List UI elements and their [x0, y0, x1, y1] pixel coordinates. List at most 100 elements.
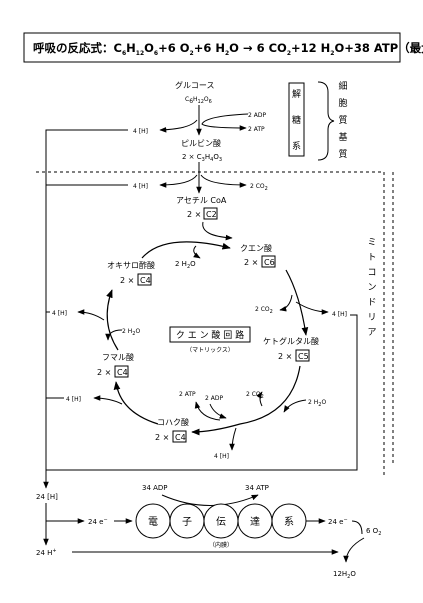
svg-text:糖: 糖	[292, 114, 301, 126]
svg-text:達: 達	[250, 516, 260, 528]
co2-2-arrow	[256, 391, 263, 407]
equation-text: 呼吸の反応式：C6H12O6+6 O2+6 H2O→6 CO2+12 H2O+3…	[33, 41, 423, 57]
citrate-label: クエン酸	[240, 243, 272, 253]
ketoglutarate-carbon: C5	[298, 352, 309, 361]
succinate-carbon: C4	[175, 433, 186, 442]
cycle-co2-2: 2 CO2	[246, 391, 264, 400]
ketoglutarate-count: 2 ×	[278, 352, 292, 361]
oxaloacetate-carbon: C4	[140, 276, 151, 285]
mitochondria-boundary	[36, 171, 385, 475]
cycle-h-left2-arrow	[93, 395, 123, 405]
etc-electrons-in: 24 e−	[88, 517, 108, 526]
svg-text:ミ: ミ	[367, 238, 376, 248]
cycle-h-left1-arrow	[77, 309, 105, 321]
atp-arrow	[194, 401, 221, 421]
svg-text:系: 系	[292, 141, 301, 152]
cycle-4h-left1: 4 [H]	[52, 310, 67, 317]
svg-text:リ: リ	[367, 313, 376, 323]
cycle-h2o-top: 2 H2O	[175, 260, 196, 270]
etc-protons: 24 H+	[36, 548, 57, 557]
cycle-h-bottom-arrow	[229, 427, 237, 451]
svg-text:細: 細	[338, 80, 347, 92]
glycolysis-box	[288, 82, 305, 157]
acetyl-carbon: C2	[206, 210, 217, 219]
svg-text:質: 質	[338, 114, 347, 126]
etc-atp-arc	[161, 494, 259, 506]
acetyl-count: 2 ×	[187, 210, 201, 219]
ketoglutarate-label: ケトグルタル酸	[263, 336, 319, 346]
succinate-to-fumarate-arc	[113, 381, 159, 425]
cycle-h2o-right: 2 H2O	[308, 399, 326, 408]
cycle-co2-1: 2 CO2	[255, 306, 273, 315]
svg-text:解: 解	[292, 88, 301, 100]
h-collector-right	[46, 314, 358, 471]
svg-text:質: 質	[338, 148, 347, 160]
glycolysis-adp: 2 ADP	[248, 112, 266, 119]
h2o-left-arrow	[105, 329, 123, 341]
cycle-atp: 2 ATP	[179, 391, 196, 398]
etc-adp: 34 ADP	[142, 484, 168, 492]
succinate-count: 2 ×	[155, 433, 169, 442]
svg-text:ン: ン	[367, 283, 376, 293]
svg-text:電: 電	[148, 516, 158, 528]
svg-text:コ: コ	[367, 268, 376, 278]
link-co2-arrow	[200, 174, 247, 188]
ketoglutarate-to-succinate-arc	[191, 365, 301, 436]
svg-text:ド: ド	[367, 298, 376, 308]
citrate-count: 2 ×	[244, 258, 258, 267]
citrate-carbon: C6	[264, 258, 275, 267]
acetyl-coa-label: アセチル CoA	[176, 196, 227, 205]
glycolysis-h-arrow	[159, 119, 198, 133]
etc-oxygen: 6 O2	[366, 527, 381, 537]
cycle-4h-left2: 4 [H]	[66, 396, 81, 403]
oxaloacetate-count: 2 ×	[120, 276, 134, 285]
etc-total-h: 24 [H]	[36, 493, 58, 501]
adp-arrow	[209, 403, 227, 419]
cytoplasm-vertical-label: 細 胞 質 基 質	[338, 80, 347, 160]
citrate-to-ketoglutarate-arc	[285, 269, 309, 336]
etc-atp: 34 ATP	[245, 484, 269, 492]
acetyl-to-citrate-arrow	[202, 221, 233, 241]
ketoglutarate-carbon-box	[295, 349, 310, 362]
oxaloacetate-label: オキサロ酢酸	[107, 260, 155, 270]
cycle-4h-bottom: 4 [H]	[214, 453, 229, 460]
svg-text:ア: ア	[367, 328, 376, 338]
equation-box	[23, 32, 401, 63]
svg-text:胞: 胞	[338, 97, 347, 109]
citrate-carbon-box	[261, 255, 276, 268]
svg-text:子: 子	[182, 516, 192, 528]
glycolysis-vertical-label: 解 糖 系	[292, 88, 301, 152]
succinate-label: コハク酸	[157, 417, 189, 427]
pyruvate-formula: 2 × C3H4O3	[182, 153, 222, 163]
etc-electrons-out: 24 e−	[328, 517, 348, 526]
electron-transport-chain: 電 子 伝 達 系	[135, 503, 307, 539]
fumarate-to-oxalo-arc	[106, 289, 119, 351]
cycle-adp: 2 ADP	[205, 395, 223, 402]
oxaloacetate-carbon-box	[137, 273, 152, 286]
link-4h: 4 [H]	[133, 183, 148, 190]
acetyl-carbon-box	[203, 207, 218, 220]
glucose-label: グルコース	[175, 80, 214, 90]
oxalo-to-citrate-arc	[141, 241, 231, 259]
svg-text:基: 基	[338, 131, 347, 143]
pyruvate-label: ピルビン酸	[181, 138, 221, 148]
svg-text:伝: 伝	[216, 516, 226, 528]
etc-electron-down	[351, 520, 363, 535]
etc-membrane: （内膜）	[209, 541, 233, 549]
svg-text:ト: ト	[367, 253, 376, 263]
h2o-top-arrow	[193, 245, 201, 259]
h-collector-main	[43, 129, 128, 489]
cycle-title: ク エ ン 酸 回 路	[176, 329, 244, 341]
succinate-carbon-box	[172, 430, 187, 443]
fumarate-label: フマル酸	[102, 352, 134, 362]
svg-text:系: 系	[284, 516, 294, 528]
cytoplasm-brace	[317, 81, 335, 161]
etc-oxygen-arrow	[343, 537, 365, 563]
co2-1-arrow	[279, 294, 293, 312]
fumarate-carbon-box	[114, 365, 129, 378]
glycolysis-atp: 2 ATP	[248, 126, 265, 133]
glycolysis-4h: 4 [H]	[133, 128, 148, 135]
cycle-h-right-arrow	[295, 301, 329, 315]
